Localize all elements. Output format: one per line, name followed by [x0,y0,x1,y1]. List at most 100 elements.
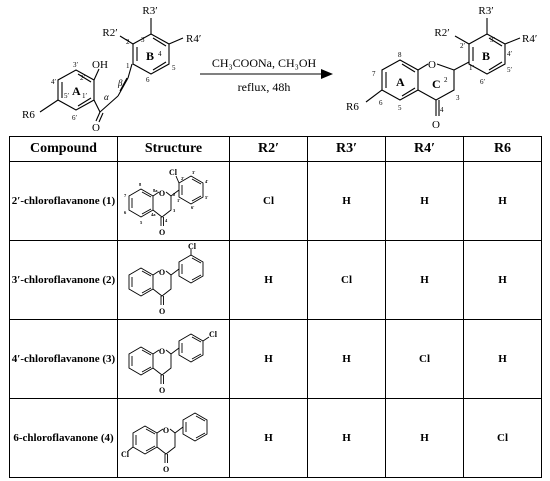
reactant-r4: R4′ [186,33,201,45]
product-ring-a-label: A [396,75,405,89]
reactant-r2: R2′ [102,27,117,39]
pos-label: 4 [440,106,444,114]
pos-label: 6 [124,210,127,215]
r4-value: H [385,240,464,320]
pos-label: 8a [153,188,158,193]
product-r6: R6 [346,101,359,113]
ring-o: O [162,426,168,435]
header-compound: Compound [9,136,118,162]
reactant-alpha: α [104,92,109,102]
table-row: 2′-chloroflavanone (1) O [9,161,542,241]
pos-label: 5′ [64,92,70,100]
pos-label: 3 [173,208,176,213]
structure-cell: O O Cl [117,398,230,478]
table-row: 3′-chloroflavanone (2) O [9,240,542,320]
compound-name: 3′-chloroflavanone (2) [9,240,118,320]
reaction-scheme: R2′ R3′ R4′ R6 OH O A B α β 3′ 4′ 2′ 1′ … [22,5,537,134]
r2-value: H [229,398,308,478]
pos-label: 2 [126,38,130,46]
product-ring-o: O [428,59,436,71]
ring-o: O [158,268,164,277]
product-r3: R3′ [478,5,493,17]
product-r4: R4′ [522,33,537,45]
pos-label: 4′ [51,78,57,86]
pos-label: 3′ [73,61,79,69]
reactant-r6: R6 [22,109,35,121]
r6-value: Cl [463,398,542,478]
chloro-label: Cl [188,243,197,251]
reaction-reagents: CH₃COONa, CH₃OH [212,56,317,70]
pos-label: 7 [372,70,376,78]
table-row: 6-chloroflavanone (4) O [9,398,542,478]
r2-value: H [229,240,308,320]
structure-cell: O O Cl [117,319,230,399]
compound-table: Compound Structure R2′ R3′ R4′ R6 2′-chl… [9,136,542,478]
product-ring-c [417,63,429,71]
pos-label: 2′ [181,176,185,181]
pos-label: 5 [140,220,143,225]
table-header-row: Compound Structure R2′ R3′ R4′ R6 [9,136,542,162]
r4-value: H [385,398,464,478]
r4-value: H [385,161,464,241]
header-r2: R2′ [229,136,308,162]
structure-4-chloroflavanone: O O Cl [128,330,218,395]
pos-label: 8 [398,51,402,59]
carbonyl-o: O [159,307,165,316]
product-ring-c-label: C [432,77,441,91]
chloro-label: Cl [169,168,178,177]
pos-label: 1 [126,62,130,70]
structure-6-chloroflavanone: O O Cl [121,412,207,474]
pos-label: 6′ [191,205,195,210]
pos-label: 1′ [82,92,88,100]
pos-label: 5 [172,64,176,72]
r3-value: H [307,319,386,399]
structure-3-chloroflavanone: O O Cl [128,243,203,316]
pos-label: 2′ [460,42,466,50]
pos-label: 6 [146,76,150,84]
ring-o: O [158,189,164,198]
compound-name: 2′-chloroflavanone (1) [9,161,118,241]
carbonyl-o: O [159,228,165,237]
header-r3: R3′ [307,136,386,162]
pos-label: 4′ [507,50,513,58]
r3-value: Cl [307,240,386,320]
pos-label: 2 [173,192,176,197]
pos-label: 3′ [490,36,496,44]
header-r6: R6 [463,136,542,162]
carbonyl-o: O [159,386,165,395]
pos-label: 3 [141,36,145,44]
product-r2: R2′ [434,27,449,39]
table-row: 4′-chloroflavanone (3) O [9,319,542,399]
chloro-label: Cl [209,330,218,339]
reaction-arrow-head [321,69,333,79]
reactant-carbonyl-o: O [92,122,100,134]
pos-label: 4a [151,212,156,217]
r6-value: H [463,240,542,320]
pos-label: 7 [124,193,127,198]
pos-label: 6′ [72,114,78,122]
r3-value: H [307,161,386,241]
pos-label: 5′ [507,66,513,74]
reactant-beta: β [117,78,123,88]
ring-o: O [158,347,164,356]
pos-label: 6′ [480,78,486,86]
compound-name: 4′-chloroflavanone (3) [9,319,118,399]
pos-label: 3′ [192,170,196,175]
r2-value: Cl [229,161,308,241]
r6-value: H [463,319,542,399]
r3-value: H [307,398,386,478]
reactant-ring-a-label: A [72,84,81,98]
pos-label: 1′ [177,198,181,203]
pos-label: 2′ [80,74,86,82]
chloro-label: Cl [121,450,130,459]
pos-label: 6 [379,99,383,107]
reactant-oh: OH [92,59,108,71]
r6-value: H [463,161,542,241]
product-ring-b-label: B [482,49,490,63]
structure-2-chloroflavanone: O O Cl 8 8a 2 3 4 4a 5 6 7 1′ [124,168,209,237]
r2-value: H [229,319,308,399]
header-structure: Structure [117,136,230,162]
pos-label: 4′ [205,179,209,184]
pos-label: 1′ [469,64,475,72]
pos-label: 5 [398,104,402,112]
